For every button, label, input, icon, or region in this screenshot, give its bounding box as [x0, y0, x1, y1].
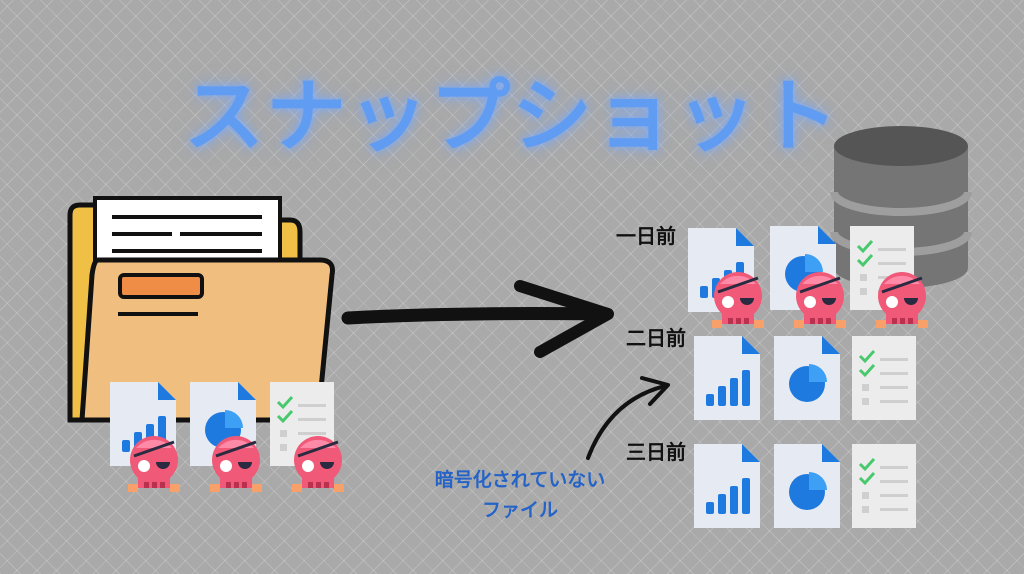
note-line-2: ファイル	[395, 495, 645, 525]
folder-files	[110, 382, 344, 492]
snapshot-row-2	[694, 336, 916, 420]
bar-chart-document-icon	[694, 336, 760, 420]
pirate-skull-icon	[876, 272, 928, 328]
snapshot-label-3: 三日前	[626, 436, 686, 465]
snapshot-row-3	[694, 444, 916, 528]
checklist-document-icon	[852, 444, 916, 528]
pirate-skull-icon	[292, 436, 344, 492]
snapshot-label-1: 一日前	[616, 220, 676, 249]
checklist-document-icon	[852, 336, 916, 420]
pie-chart-document-icon	[774, 336, 840, 420]
pirate-skull-icon	[210, 436, 262, 492]
snapshot-label-2: 二日前	[626, 322, 686, 351]
snapshot-row-1	[688, 226, 928, 328]
pirate-skull-icon	[712, 272, 764, 328]
snapshot-arrow	[348, 286, 608, 352]
pirate-skull-icon	[128, 436, 180, 492]
pirate-skull-icon	[794, 272, 846, 328]
note-line-1: 暗号化されていない	[395, 465, 645, 495]
unencrypted-files-note: 暗号化されていない ファイル	[395, 465, 645, 525]
bar-chart-document-icon	[694, 444, 760, 528]
pie-chart-document-icon	[774, 444, 840, 528]
